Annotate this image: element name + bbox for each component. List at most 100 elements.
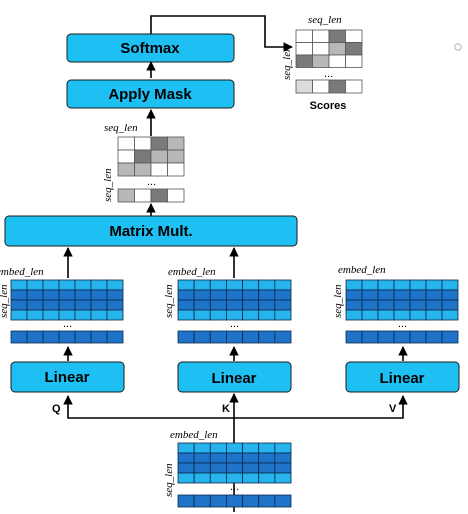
matrix-cell bbox=[226, 289, 243, 301]
mid-ellipsis: ... bbox=[147, 176, 156, 188]
circle-icon bbox=[454, 43, 462, 51]
matrix-cell bbox=[42, 289, 60, 301]
matrix-cell bbox=[258, 330, 276, 344]
out-seq-len-top-label: seq_len bbox=[308, 14, 342, 26]
input-matrix-grid bbox=[177, 442, 292, 484]
score-cell bbox=[295, 42, 313, 56]
matrix-cell bbox=[106, 309, 124, 321]
score-cell bbox=[167, 149, 185, 164]
matrix-cell bbox=[377, 309, 395, 321]
matrix-cell bbox=[106, 330, 124, 344]
matrix-cell bbox=[193, 309, 211, 321]
score-cell bbox=[295, 29, 313, 43]
score-cell bbox=[328, 79, 346, 94]
linear-q-box: Linear bbox=[10, 361, 125, 393]
matrix-cell bbox=[177, 330, 195, 344]
matrix-cell bbox=[441, 299, 459, 311]
v-ellipsis: ... bbox=[398, 318, 407, 330]
matrix-cell bbox=[226, 279, 243, 291]
matrix-cell bbox=[274, 472, 292, 484]
matrix-cell bbox=[425, 279, 443, 291]
matrix-cell bbox=[409, 309, 427, 321]
matrix-cell bbox=[409, 289, 427, 301]
matrix-cell bbox=[193, 494, 211, 508]
matrix-cell bbox=[209, 279, 227, 291]
score-matrix-output: seq_len seq_len ... Scores bbox=[281, 14, 363, 112]
matrix-cell bbox=[58, 289, 76, 301]
score-cell bbox=[167, 188, 185, 203]
matrix-cell bbox=[274, 330, 292, 344]
matrix-cell bbox=[10, 330, 28, 344]
input-matrix: embed_len seq_len ... bbox=[163, 429, 292, 508]
k-ellipsis: ... bbox=[230, 318, 239, 330]
apply-mask-box: Apply Mask bbox=[66, 79, 235, 109]
matrix-cell bbox=[193, 330, 211, 344]
matrix-cell bbox=[274, 279, 292, 291]
matrix-cell bbox=[177, 452, 195, 464]
matrix-cell bbox=[345, 309, 363, 321]
matrix-cell bbox=[242, 462, 260, 474]
score-cell bbox=[312, 29, 330, 43]
matrix-cell bbox=[274, 289, 292, 301]
matrix-cell bbox=[361, 279, 379, 291]
v-seq-len-label: seq_len bbox=[332, 284, 344, 318]
matrix-cell bbox=[177, 442, 195, 454]
matrix-cell bbox=[209, 309, 227, 321]
matrix-cell bbox=[193, 442, 211, 454]
matrix-cell bbox=[393, 289, 411, 301]
matrix-cell bbox=[258, 299, 276, 311]
matrix-cell bbox=[361, 289, 379, 301]
matrix-cell bbox=[209, 494, 227, 508]
input-matrix-last-row bbox=[177, 494, 292, 508]
matrix-cell bbox=[74, 309, 92, 321]
matrix-cell bbox=[193, 299, 211, 311]
score-cell bbox=[312, 79, 330, 94]
input-ellipsis: ... bbox=[230, 481, 239, 493]
mid-score-last-row bbox=[117, 188, 185, 203]
matrix-cell bbox=[58, 279, 76, 291]
matrix-cell bbox=[106, 289, 124, 301]
score-cell bbox=[117, 188, 135, 203]
matrix-cell bbox=[90, 289, 108, 301]
matrix-cell bbox=[42, 279, 60, 291]
matrix-cell bbox=[242, 289, 260, 301]
k-label: K bbox=[222, 403, 230, 415]
matrix-cell bbox=[226, 462, 243, 474]
matrix-cell bbox=[393, 279, 411, 291]
matrix-cell bbox=[345, 279, 363, 291]
matrix-cell bbox=[409, 279, 427, 291]
matrix-cell bbox=[441, 289, 459, 301]
matrix-cell bbox=[441, 330, 459, 344]
matrix-cell bbox=[377, 299, 395, 311]
matrix-cell bbox=[258, 442, 276, 454]
matrix-cell bbox=[209, 442, 227, 454]
matrix-cell bbox=[74, 289, 92, 301]
linear-v-box: Linear bbox=[345, 361, 460, 393]
matrix-mult-label: Matrix Mult. bbox=[109, 223, 192, 240]
v-matrix-last-row bbox=[345, 330, 459, 344]
matrix-cell bbox=[409, 330, 427, 344]
matrix-cell bbox=[441, 279, 459, 291]
score-cell bbox=[134, 136, 152, 151]
matrix-cell bbox=[209, 289, 227, 301]
matrix-cell bbox=[58, 330, 76, 344]
matrix-cell bbox=[90, 330, 108, 344]
mid-seq-len-top-label: seq_len bbox=[104, 122, 138, 134]
matrix-cell bbox=[409, 299, 427, 311]
matrix-cell bbox=[361, 299, 379, 311]
matrix-cell bbox=[377, 330, 395, 344]
k-embed-len-label: embed_len bbox=[168, 266, 216, 278]
matrix-cell bbox=[42, 299, 60, 311]
matrix-cell bbox=[106, 299, 124, 311]
matrix-cell bbox=[10, 299, 28, 311]
matrix-cell bbox=[242, 279, 260, 291]
score-cell bbox=[345, 79, 363, 94]
matrix-cell bbox=[274, 299, 292, 311]
matrix-cell bbox=[177, 494, 195, 508]
matrix-cell bbox=[242, 299, 260, 311]
score-cell bbox=[312, 42, 330, 56]
matrix-cell bbox=[242, 330, 260, 344]
matrix-cell bbox=[393, 299, 411, 311]
matrix-cell bbox=[90, 279, 108, 291]
